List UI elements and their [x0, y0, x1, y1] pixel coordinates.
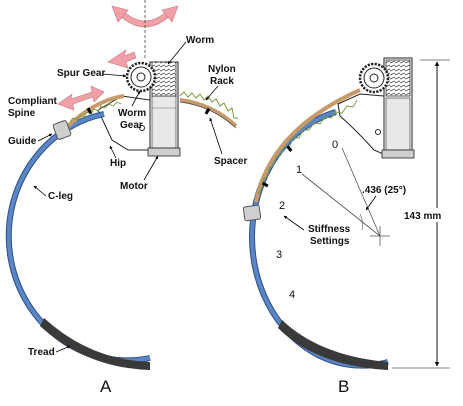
leader-c-leg: [33, 185, 47, 197]
worm-thread-b: [385, 59, 411, 97]
setting-1: 1: [296, 164, 302, 176]
hip-hole-b: [375, 129, 381, 135]
leader-radius: [365, 195, 377, 211]
dimension-label-bg: [400, 208, 460, 222]
panel-b: 0 1 2 3 4 .436 (25°) Stiffness Settings …: [242, 57, 460, 396]
motor-can-b: [385, 97, 411, 151]
spacer-marker: [204, 107, 211, 115]
c-leg: [5, 111, 151, 364]
radius-line-0: [341, 147, 381, 237]
spine-marker-b1: [286, 145, 293, 152]
label-motor: Motor: [120, 181, 148, 192]
label-nylon-line2: Rack: [210, 76, 234, 87]
leader-spacer: [209, 117, 223, 155]
tread: [40, 318, 150, 370]
spur-gear-b: [358, 62, 390, 94]
nylon-rack-band-right-edge: [179, 101, 237, 129]
label-radius: .436 (25°): [362, 185, 406, 196]
label-nylon-line1: Nylon: [208, 64, 236, 75]
motor-base-b: [381, 149, 415, 159]
setting-3: 3: [276, 249, 282, 261]
label-spacer: Spacer: [214, 156, 247, 167]
radius-line-1: [301, 173, 381, 237]
radius-angle-arc: [359, 213, 363, 231]
compliant-spine: [66, 94, 125, 128]
label-c-leg: C-leg: [48, 191, 73, 202]
compliant-spine-rack: [69, 101, 122, 123]
label-worm-gear-line1: Worm: [118, 108, 146, 119]
leader-worm-gear: [131, 90, 141, 107]
label-spur-gear: Spur Gear: [57, 68, 105, 79]
rotation-arrow-top-tip-right: [161, 5, 179, 23]
c-leg-fill: [6, 112, 151, 363]
label-worm: Worm: [186, 35, 214, 46]
label-worm-gear-line2: Gear: [120, 120, 143, 131]
label-compliant-line2: Spine: [8, 108, 36, 119]
nylon-rack-right: [179, 91, 238, 119]
spine-marker-b2: [261, 181, 269, 188]
leader-nylon-rack: [205, 85, 219, 101]
guide-block-b: [242, 204, 262, 222]
label-tread: Tread: [28, 347, 55, 358]
setting-2: 2: [279, 200, 285, 212]
rotation-arrow-top-tip-left: [111, 5, 129, 23]
label-compliant-line1: Compliant: [8, 96, 58, 107]
panel-a: Worm Spur Gear Nylon Rack Compliant Spin…: [5, 0, 247, 396]
panel-label-b: B: [338, 377, 349, 396]
rotation-arrow-top: [117, 11, 173, 28]
panel-label-a: A: [100, 377, 112, 396]
leader-motor: [143, 155, 159, 181]
label-height: 143 mm: [404, 211, 441, 222]
label-stiffness-line1: Stiffness: [308, 224, 351, 235]
spine-marker: [86, 107, 93, 115]
spur-gear: [125, 61, 157, 93]
motor-base: [147, 147, 181, 157]
label-hip: Hip: [110, 158, 126, 169]
setting-4: 4: [289, 289, 295, 301]
leader-spur-gear: [101, 73, 127, 78]
hip-bracket-b: [337, 93, 389, 157]
leader-stiffness: [283, 215, 305, 231]
motor-can: [151, 95, 177, 149]
leader-tread: [55, 345, 71, 353]
spine-motion-arrow: [57, 85, 105, 111]
rotation-arrow-gear: [107, 49, 137, 69]
leader-guide: [37, 133, 53, 142]
label-stiffness-line2: Settings: [310, 236, 350, 247]
setting-0: 0: [332, 139, 338, 151]
hip-hole: [139, 125, 145, 131]
leader-worm: [167, 41, 187, 65]
compliant-spine-b: [254, 88, 361, 203]
label-guide: Guide: [8, 136, 37, 147]
guide-block: [52, 120, 72, 140]
leader-hip: [109, 145, 117, 159]
compliant-spine-b-rack: [257, 99, 358, 195]
nylon-rack-band-right: [179, 98, 238, 128]
tread-b: [278, 320, 388, 370]
